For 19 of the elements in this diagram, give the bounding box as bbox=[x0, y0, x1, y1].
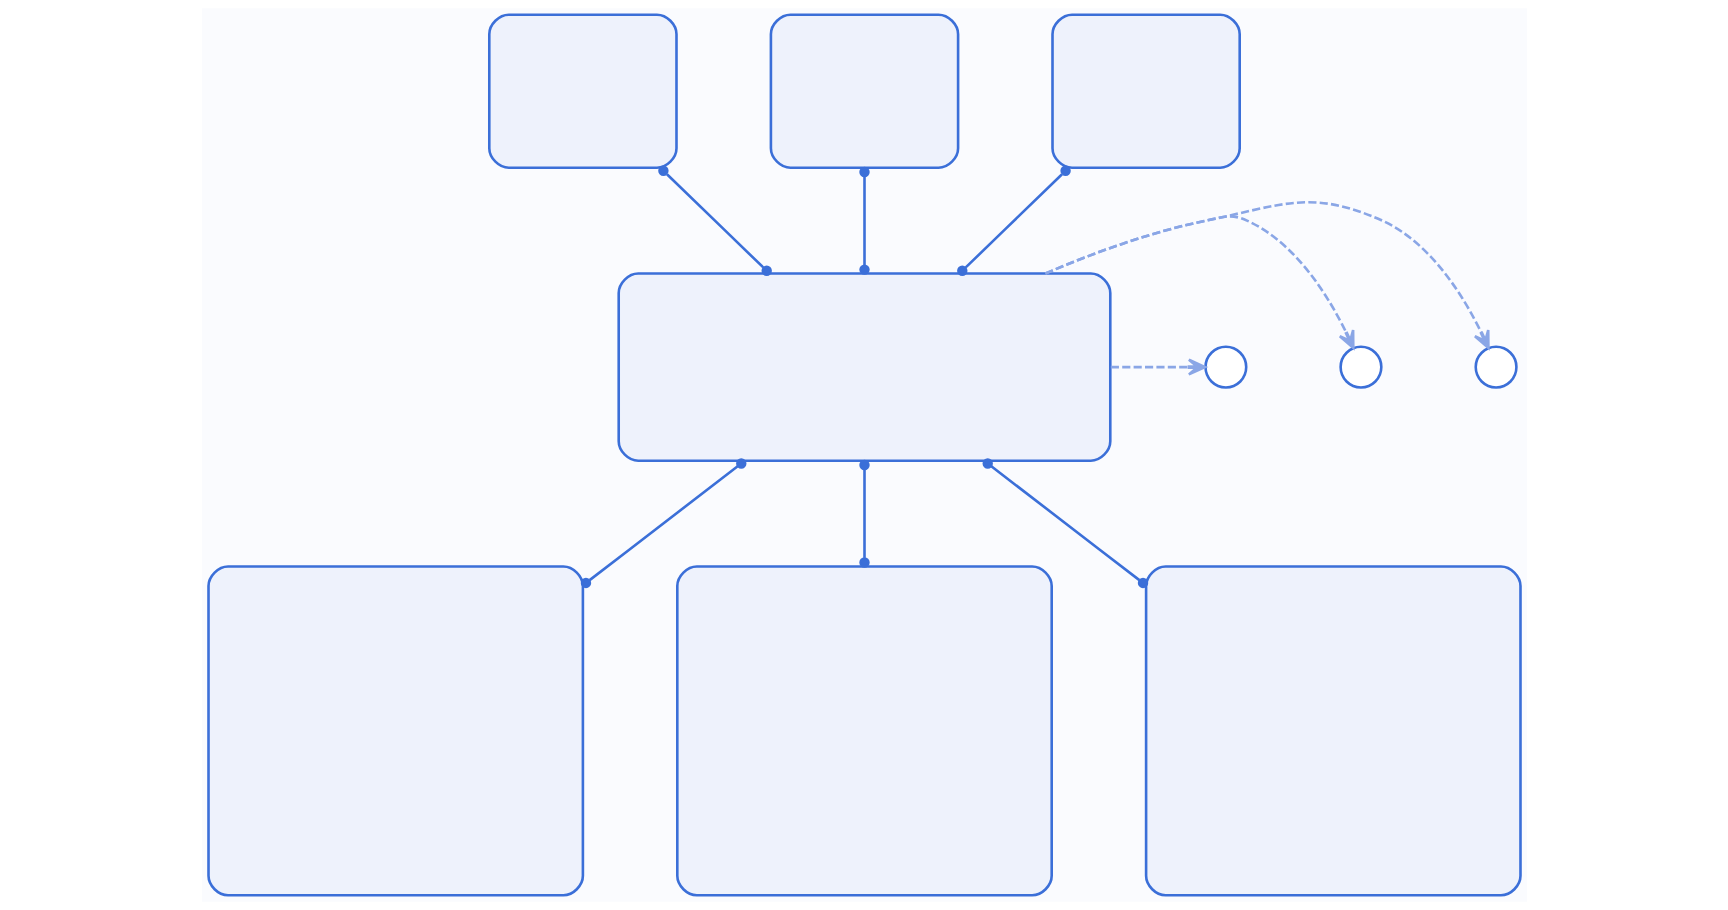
node-box bbox=[487, 13, 678, 169]
arrow bbox=[1110, 358, 1206, 376]
connector bbox=[657, 165, 772, 276]
node-circle bbox=[1338, 345, 1383, 389]
connector bbox=[858, 459, 870, 568]
node-circle bbox=[1473, 345, 1518, 389]
node-box bbox=[1050, 13, 1241, 169]
arrow bbox=[1044, 215, 1355, 350]
node-circle bbox=[1203, 345, 1247, 389]
connector bbox=[858, 166, 870, 275]
arrow bbox=[1044, 201, 1490, 350]
node-box bbox=[675, 565, 1053, 897]
connector bbox=[956, 165, 1071, 276]
node-box bbox=[206, 565, 584, 897]
connector bbox=[982, 458, 1148, 589]
node-box bbox=[1144, 565, 1522, 897]
node-box bbox=[769, 13, 959, 169]
node-box bbox=[616, 272, 1112, 462]
connector bbox=[580, 458, 746, 589]
